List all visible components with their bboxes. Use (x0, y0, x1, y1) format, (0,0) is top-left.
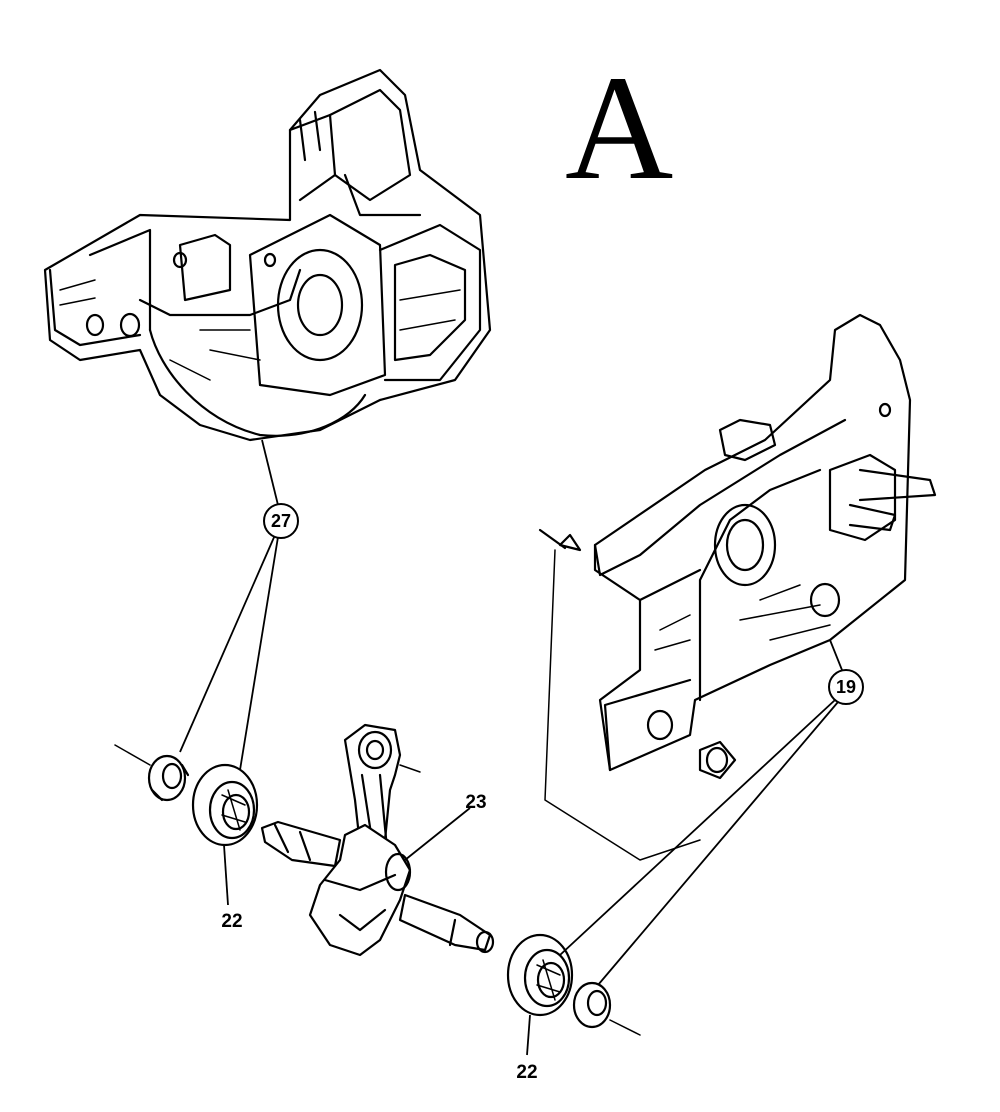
crankcase-half-lower (538, 313, 937, 780)
leader-19-seal (597, 701, 839, 986)
callout-23-label: 23 (465, 792, 486, 813)
leader-22-left (223, 844, 229, 906)
bearing-left (191, 763, 259, 847)
leader-19-bearing (559, 699, 836, 956)
axis-line-left (114, 744, 151, 766)
crankcase-half-upper (43, 68, 492, 442)
callout-22-right-label: 22 (516, 1062, 537, 1083)
callout-19: 19 (828, 669, 864, 705)
callout-27: 27 (263, 503, 299, 539)
axis-line-right (609, 1019, 641, 1036)
callout-22-left-label: 22 (221, 911, 242, 932)
seal-left (147, 754, 190, 802)
sheet-letter: A (565, 45, 673, 211)
gasket-outline (544, 549, 701, 861)
leader-27-bearing (239, 536, 279, 771)
leader-19-part (829, 639, 843, 671)
callout-27-label: 27 (271, 511, 291, 531)
crankshaft-assembly (260, 723, 495, 957)
seal-right (572, 981, 612, 1029)
leader-27-seal (179, 534, 276, 753)
leader-23 (404, 807, 471, 861)
bearing-right (506, 933, 574, 1017)
leader-27-part (261, 439, 279, 506)
callout-19-label: 19 (836, 677, 856, 697)
axis-line-rod (399, 764, 421, 773)
leader-22-right (526, 1014, 531, 1056)
